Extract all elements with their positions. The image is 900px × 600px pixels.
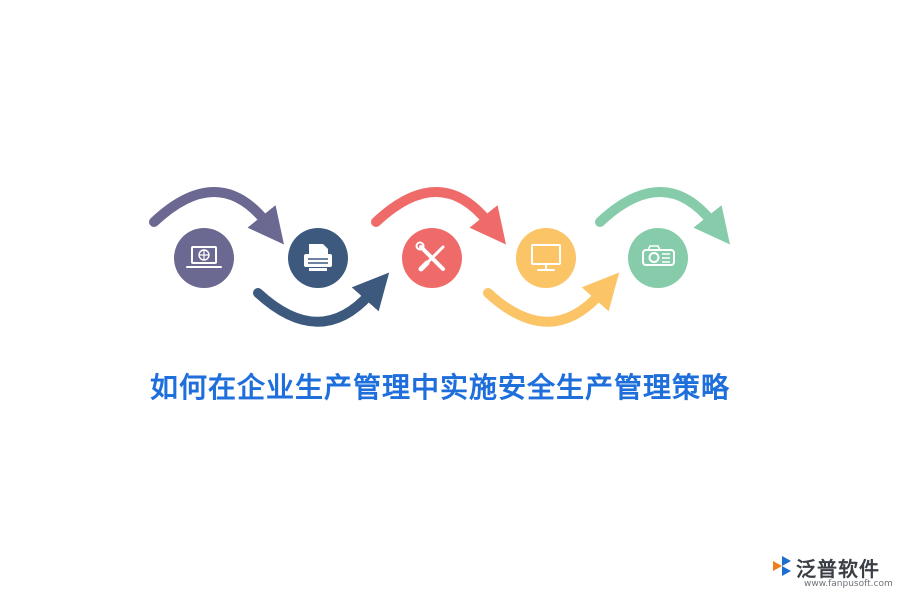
arrow-5-over (595, 187, 731, 245)
step-circle-4 (516, 228, 576, 288)
arrow-2-under (253, 272, 390, 327)
brand-url: www.fanpusoft.com (804, 579, 893, 589)
brand-name: 泛普软件 (796, 557, 880, 581)
fanpu-logo-icon (773, 556, 791, 576)
projector-icon (642, 245, 675, 266)
page-title: 如何在企业生产管理中实施安全生产管理策略 (149, 371, 730, 404)
monitor-icon (531, 244, 561, 271)
wrench-screwdriver-icon (415, 241, 445, 272)
arrow-4-under (483, 272, 620, 327)
arrow-3-over (371, 187, 507, 245)
laptop-globe-icon (186, 246, 222, 268)
arrow-1-over (149, 187, 285, 245)
printer-icon (304, 244, 332, 271)
brand-watermark: 泛普软件 www.fanpusoft.com (770, 553, 894, 593)
